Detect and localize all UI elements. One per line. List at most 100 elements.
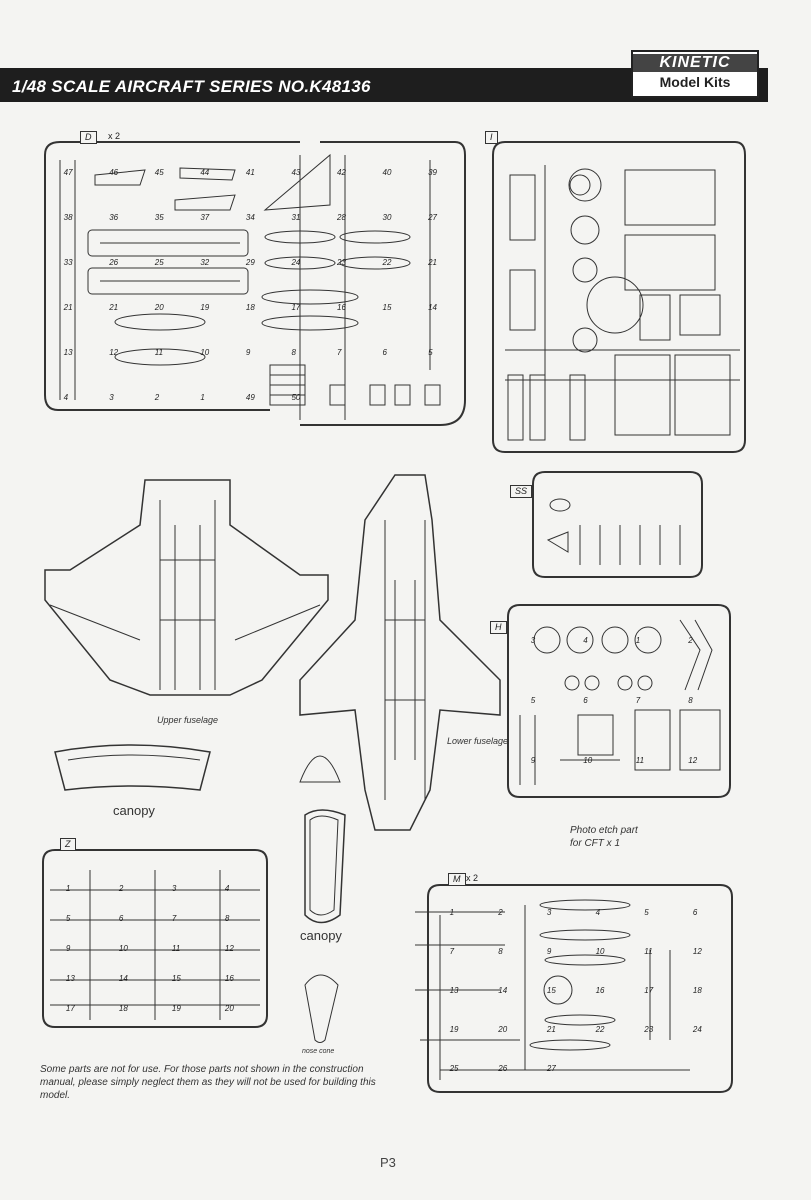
part-number-z-12: 13 bbox=[65, 974, 75, 983]
part-number-d-45: 4 bbox=[63, 393, 69, 402]
part-number-m-1: 2 bbox=[498, 907, 503, 917]
part-number-m-13: 14 bbox=[498, 985, 508, 995]
part-number-d-5: 43 bbox=[291, 168, 301, 177]
part-number-d-49: 49 bbox=[245, 393, 255, 402]
part-number-z-14: 15 bbox=[171, 974, 181, 983]
part-number-d-12: 37 bbox=[200, 213, 210, 222]
part-number-d-31: 18 bbox=[245, 303, 255, 312]
part-number-m-9: 10 bbox=[595, 946, 605, 956]
part-number-m-4: 5 bbox=[644, 907, 649, 917]
part-number-d-13: 34 bbox=[245, 213, 255, 222]
part-number-d-0: 47 bbox=[63, 168, 73, 177]
part-number-m-17: 18 bbox=[692, 985, 702, 995]
part-number-d-29: 20 bbox=[154, 303, 164, 312]
sprue-label-m: M bbox=[448, 873, 466, 886]
part-number-h-6: 7 bbox=[635, 696, 641, 705]
part-number-h-0: 3 bbox=[530, 636, 536, 645]
part-number-m-6: 7 bbox=[449, 946, 455, 956]
part-number-m-8: 9 bbox=[546, 946, 552, 956]
part-number-z-6: 7 bbox=[171, 914, 177, 923]
part-number-z-8: 9 bbox=[65, 944, 71, 953]
logo-brand-text: KINETIC bbox=[633, 54, 757, 72]
part-number-d-18: 33 bbox=[63, 258, 73, 267]
part-number-m-26: 27 bbox=[546, 1063, 556, 1073]
part-number-d-34: 15 bbox=[382, 303, 392, 312]
part-number-d-38: 11 bbox=[154, 348, 164, 357]
part-number-d-48: 1 bbox=[200, 393, 205, 402]
part-number-m-18: 19 bbox=[449, 1024, 459, 1034]
part-number-m-5: 6 bbox=[692, 907, 698, 917]
part-number-d-36: 13 bbox=[63, 348, 73, 357]
caption-photo-etch: Photo etch part bbox=[570, 825, 638, 836]
caption-lower-fuselage: Lower fuselage bbox=[447, 736, 509, 746]
part-number-d-30: 19 bbox=[200, 303, 210, 312]
part-number-z-13: 14 bbox=[118, 974, 128, 983]
caption-upper-fuselage: Upper fuselage bbox=[157, 715, 219, 725]
part-number-z-10: 11 bbox=[171, 944, 181, 953]
page-title: 1/48 SCALE AIRCRAFT SERIES NO.K48136 bbox=[12, 77, 371, 96]
part-number-d-15: 28 bbox=[337, 213, 346, 222]
part-number-m-7: 8 bbox=[498, 946, 503, 956]
part-number-d-33: 16 bbox=[337, 303, 346, 312]
part-number-d-40: 9 bbox=[245, 348, 251, 357]
part-number-z-11: 12 bbox=[224, 944, 234, 953]
part-number-h-8: 9 bbox=[530, 756, 536, 765]
part-number-d-37: 12 bbox=[109, 348, 119, 357]
part-number-h-4: 5 bbox=[530, 696, 536, 705]
part-number-z-17: 18 bbox=[118, 1004, 128, 1013]
part-number-h-3: 2 bbox=[688, 636, 693, 645]
part-number-d-14: 31 bbox=[291, 213, 301, 222]
part-number-d-19: 26 bbox=[109, 258, 119, 267]
logo-subtitle: Model Kits bbox=[659, 74, 731, 90]
page-number: P3 bbox=[380, 1155, 396, 1170]
part-number-d-50: 50 bbox=[291, 393, 301, 402]
part-number-d-16: 30 bbox=[382, 213, 392, 222]
part-number-h-10: 11 bbox=[635, 756, 645, 765]
usage-note: Some parts are not for use. For those pa… bbox=[40, 1064, 376, 1101]
sprue-label-h: H bbox=[490, 621, 507, 634]
part-number-d-3: 44 bbox=[200, 168, 210, 177]
part-number-m-3: 4 bbox=[595, 907, 601, 917]
part-number-z-19: 20 bbox=[224, 1004, 234, 1013]
part-number-h-11: 12 bbox=[688, 756, 698, 765]
part-number-m-10: 11 bbox=[644, 946, 653, 956]
part-number-d-27: 21 bbox=[63, 303, 73, 312]
caption-canopy-1: canopy bbox=[113, 803, 155, 818]
part-number-d-35: 14 bbox=[428, 303, 438, 312]
part-number-d-1: 46 bbox=[109, 168, 119, 177]
sprue-label-d: D bbox=[80, 131, 97, 144]
part-number-z-7: 8 bbox=[224, 914, 230, 923]
caption-canopy-2: canopy bbox=[300, 928, 342, 943]
part-number-d-17: 27 bbox=[428, 213, 438, 222]
part-number-d-8: 39 bbox=[428, 168, 438, 177]
part-number-m-0: 1 bbox=[449, 907, 455, 917]
part-number-d-6: 42 bbox=[337, 168, 346, 177]
part-number-d-41: 8 bbox=[291, 348, 296, 357]
part-number-d-22: 29 bbox=[245, 258, 255, 267]
part-number-z-18: 19 bbox=[171, 1004, 181, 1013]
part-number-m-25: 26 bbox=[498, 1063, 508, 1073]
part-number-z-1: 2 bbox=[118, 884, 124, 893]
part-number-m-14: 15 bbox=[546, 985, 556, 995]
part-number-m-12: 13 bbox=[449, 985, 459, 995]
part-number-m-16: 17 bbox=[644, 985, 654, 995]
part-number-z-0: 1 bbox=[65, 884, 71, 893]
part-number-d-44: 5 bbox=[428, 348, 433, 357]
part-number-z-15: 16 bbox=[224, 974, 234, 983]
sprue-label-i: I bbox=[485, 131, 498, 144]
part-number-h-1: 4 bbox=[583, 636, 588, 645]
part-number-d-28: 21 bbox=[109, 303, 119, 312]
part-number-d-42: 7 bbox=[337, 348, 342, 357]
part-number-m-21: 22 bbox=[595, 1024, 605, 1034]
part-number-m-23: 24 bbox=[692, 1024, 702, 1034]
sprue-multiplier-m: x 2 bbox=[466, 873, 479, 883]
part-number-d-10: 36 bbox=[109, 213, 119, 222]
part-number-d-39: 10 bbox=[200, 348, 210, 357]
part-number-m-11: 12 bbox=[692, 946, 702, 956]
part-number-d-4: 41 bbox=[245, 168, 255, 177]
part-number-z-2: 3 bbox=[171, 884, 177, 893]
part-number-d-20: 25 bbox=[154, 258, 164, 267]
part-number-z-5: 6 bbox=[118, 914, 124, 923]
caption-photo-etch-2: for CFT x 1 bbox=[570, 838, 621, 849]
